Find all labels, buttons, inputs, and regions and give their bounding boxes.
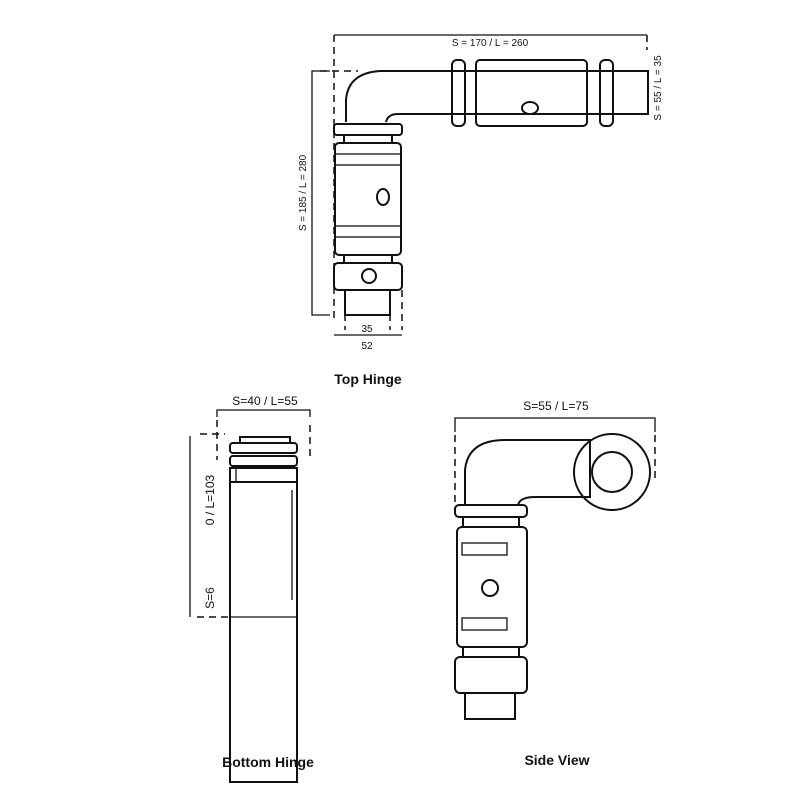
top-hinge-title: Top Hinge — [334, 371, 402, 387]
side-view-title: Side View — [524, 752, 589, 768]
bottom-hinge-title: Bottom Hinge — [222, 754, 314, 770]
dim-top-width: S = 170 / L = 260 — [452, 38, 529, 49]
dim-top-outer: 52 — [361, 341, 373, 352]
dim-bottom-length: 0 / L=103 — [203, 474, 217, 525]
dim-top-right: S = 55 / L = 35 — [653, 55, 664, 121]
dim-bottom-short: S=6 — [203, 587, 217, 609]
dim-top-inner: 35 — [361, 324, 373, 335]
dim-top-height: S = 185 / L = 280 — [298, 154, 309, 231]
side-view-drawing — [454, 417, 656, 720]
dim-bottom-top: S=40 / L=55 — [232, 394, 298, 408]
dim-side-top: S=55 / L=75 — [523, 399, 589, 413]
top-hinge-drawing — [311, 34, 649, 336]
bottom-hinge-drawing — [189, 409, 311, 783]
